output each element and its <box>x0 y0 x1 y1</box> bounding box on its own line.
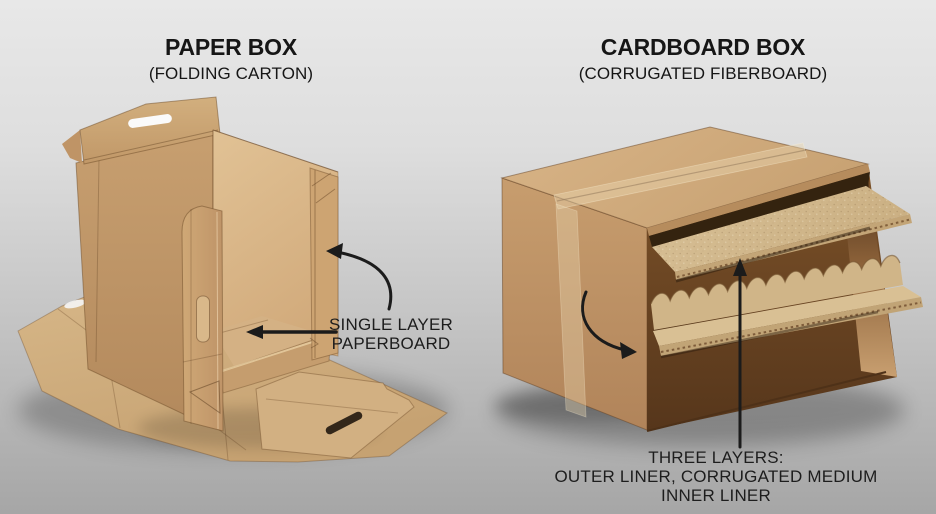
back-tab <box>62 130 82 163</box>
single-layer-arrow-curved <box>326 243 393 311</box>
single-layer-label: SINGLE LAYER PAPERBOARD <box>329 315 453 353</box>
single-layer-label-line2: PAPERBOARD <box>331 334 451 353</box>
inner-liner-surface <box>653 286 921 346</box>
bottom-right-flap-crease <box>265 398 399 414</box>
corrugated-medium-crest <box>650 254 901 305</box>
cardboard-box-illustration <box>495 126 923 446</box>
column-handle-slot <box>196 295 210 343</box>
cardboard-box-subtitle: (CORRUGATED FIBERBOARD) <box>578 64 828 83</box>
column-triangle-crease <box>188 380 221 414</box>
three-layers-label: THREE LAYERS: OUTER LINER, CORRUGATED ME… <box>554 448 877 505</box>
three-layers-label-line3: INNER LINER <box>661 486 771 505</box>
cutaway-arrow-curved <box>581 290 637 359</box>
outer-liner-speckle <box>652 186 910 272</box>
top-flap-fold-line <box>83 129 219 161</box>
box-bottom-edge <box>646 371 887 432</box>
outer-liner-underside-shadow <box>675 226 871 283</box>
top-lip <box>647 164 870 236</box>
three-layers-label-line2: OUTER LINER, CORRUGATED MEDIUM <box>554 467 878 486</box>
arrowhead <box>326 243 343 259</box>
top-lip-gap <box>649 172 870 247</box>
three-layers-label-line1: THREE LAYERS: <box>648 448 784 467</box>
flap-handle-slot <box>325 411 363 435</box>
interior-floor-crease <box>215 319 269 335</box>
arrowhead <box>620 342 637 359</box>
inner-liner-flutes <box>660 301 922 353</box>
single-layer-arrow-straight <box>246 325 338 339</box>
packing-tape-top <box>553 142 808 210</box>
top-flap <box>79 96 221 165</box>
single-layer-label-line1: SINGLE LAYER <box>329 315 453 334</box>
inner-liner-underside-shadow <box>660 310 879 359</box>
arrowhead <box>246 325 263 339</box>
right-column-creases <box>309 170 336 358</box>
top-seam-line <box>556 149 807 202</box>
outer-liner-board <box>652 186 912 283</box>
top-flap-handle-slot <box>128 114 172 128</box>
cardboard-box-title: CARDBOARD BOX <box>600 34 806 60</box>
blank-handle-hole <box>64 299 86 309</box>
inner-liner-board <box>653 286 923 359</box>
paper-box-subtitle: (FOLDING CARTON) <box>148 64 314 83</box>
three-layers-arrow-vertical <box>733 258 747 449</box>
right-corner-column <box>309 167 339 361</box>
paper-box-title-block: PAPER BOX (FOLDING CARTON) <box>149 34 313 84</box>
outer-liner-edge <box>675 214 912 280</box>
bottom-right-flap <box>255 371 415 459</box>
paper-box-illustration <box>17 96 448 463</box>
paper-box-title: PAPER BOX <box>165 34 297 60</box>
cardboard-box-title-block: CARDBOARD BOX (CORRUGATED FIBERBOARD) <box>579 34 828 84</box>
corrugated-medium-fill <box>651 255 903 330</box>
left-panel-crease <box>95 157 100 363</box>
packing-tape-side <box>555 203 587 418</box>
outer-liner-flutes <box>676 218 911 278</box>
front-column-creases <box>182 209 223 430</box>
inner-panel-top-edge <box>212 129 339 173</box>
arrowhead <box>733 258 747 276</box>
